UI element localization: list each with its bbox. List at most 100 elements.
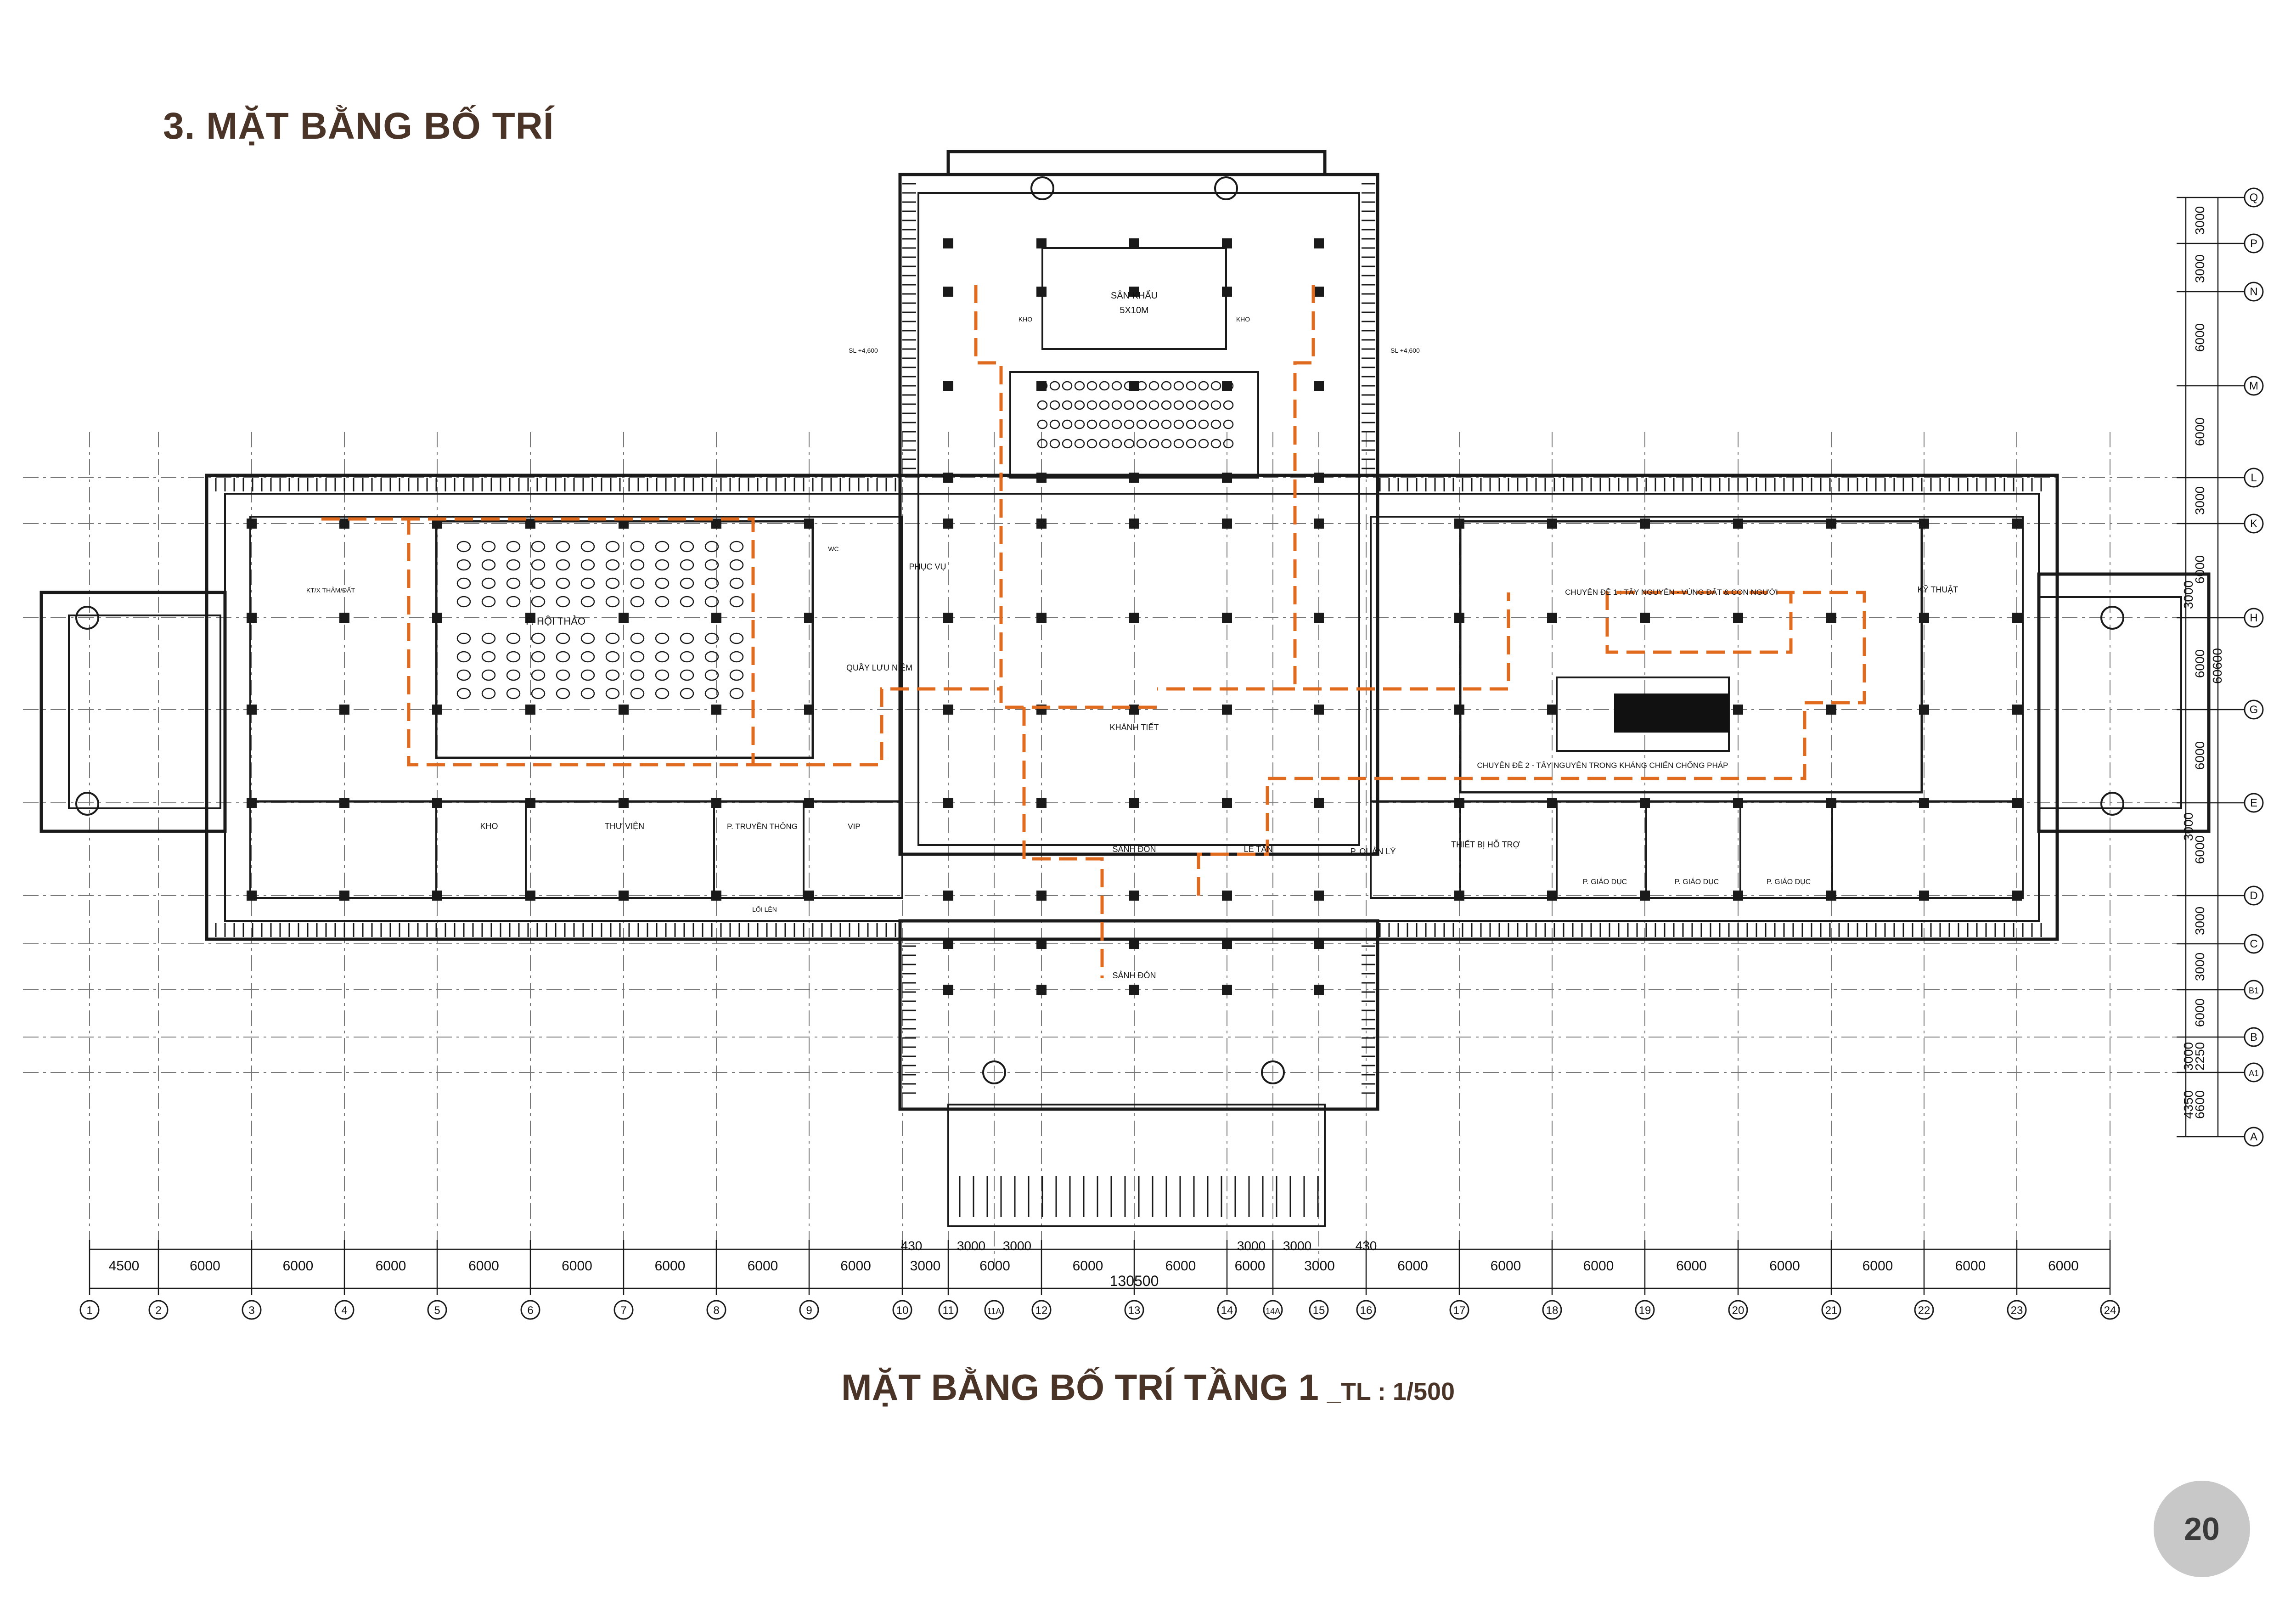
column [2012,613,2022,623]
column [1454,705,1464,715]
column [943,238,953,248]
room-label-15: P. GIÁO DỤC [1767,877,1811,886]
seat [605,669,620,681]
seat [729,651,744,663]
column [432,705,442,715]
column [711,613,721,623]
seat [1198,381,1209,391]
seat [729,688,744,699]
seat [1148,439,1159,449]
column [339,519,349,529]
seat [729,669,744,681]
column [1314,473,1324,483]
column [1454,798,1464,808]
column [1826,705,1836,715]
seat [580,559,595,571]
south-porch-outline [898,919,1379,1111]
seat [1074,400,1085,410]
seat [1136,419,1147,429]
seat [605,651,620,663]
dimension-value: 6000 [468,1258,499,1274]
seat [605,541,620,553]
axis-label-row-B: B [2250,1031,2257,1043]
seat [556,541,570,553]
column [943,613,953,623]
column [804,519,814,529]
seat [580,541,595,553]
axis-bubble-1 [79,1300,100,1320]
column [1129,985,1139,995]
room-label-13: P. GIÁO DỤC [1583,877,1627,886]
axis-bubble-G [2244,699,2264,720]
seat [531,651,546,663]
column [1314,705,1324,715]
column [1129,613,1139,623]
seat [1136,381,1147,391]
seat [481,688,496,699]
column [1036,891,1047,901]
column [1129,238,1139,248]
north-hall-inner [917,192,1360,846]
axis-label-col-14A: 14A [1266,1307,1280,1316]
seat [605,688,620,699]
dimension-right: 3000 [2181,581,2195,609]
seat [680,632,694,644]
conference-room [435,520,814,759]
column [1640,891,1650,901]
axis-bubble-L [2244,468,2264,488]
axis-label-col-7: 7 [620,1304,626,1317]
seat [1049,400,1060,410]
dimension-right: 3000 [2193,254,2207,283]
seat [704,577,719,589]
seat [680,651,694,663]
column [1547,891,1557,901]
structural-columns [75,176,2124,1084]
seat [1049,419,1060,429]
west-annex-inner [68,615,221,809]
column [1036,519,1047,529]
column [1826,519,1836,529]
column [1919,705,1929,715]
dimension-value: 6000 [1491,1258,1521,1274]
column [1036,985,1047,995]
round-column [1214,176,1238,200]
seat [506,651,521,663]
column [1222,985,1232,995]
seat [1062,419,1073,429]
seat [1136,400,1147,410]
column [1826,891,1836,901]
axis-bubble-7 [613,1300,634,1320]
seat [580,651,595,663]
seat [456,669,471,681]
column [804,705,814,715]
seat [506,632,521,644]
seat [580,688,595,699]
page-number: 20 [2184,1511,2220,1547]
axis-bubble-21 [1821,1300,1841,1320]
seat [1037,381,1048,391]
dimension-right: 6600 [2193,1090,2207,1119]
seat [1223,381,1234,391]
room-label-6: QUẦY LƯU NIỆM [846,663,912,672]
seat [531,559,546,571]
seat [680,559,694,571]
plan-scale: _TL : 1/500 [1327,1378,1455,1405]
seat [680,577,694,589]
seat [456,651,471,663]
axis-bubble-3 [242,1300,262,1320]
seat [655,688,670,699]
seat [655,577,670,589]
seat [704,651,719,663]
dimension-value: 3000 [1304,1258,1335,1274]
column [1733,519,1743,529]
seat [556,651,570,663]
axis-bubble-Q [2244,187,2264,208]
column [1314,939,1324,949]
seat [630,669,645,681]
axis-label-col-6: 6 [527,1304,533,1317]
south-steps [947,1104,1326,1227]
column [339,798,349,808]
seat [1223,439,1234,449]
seat [1173,400,1184,410]
seat [1210,419,1221,429]
